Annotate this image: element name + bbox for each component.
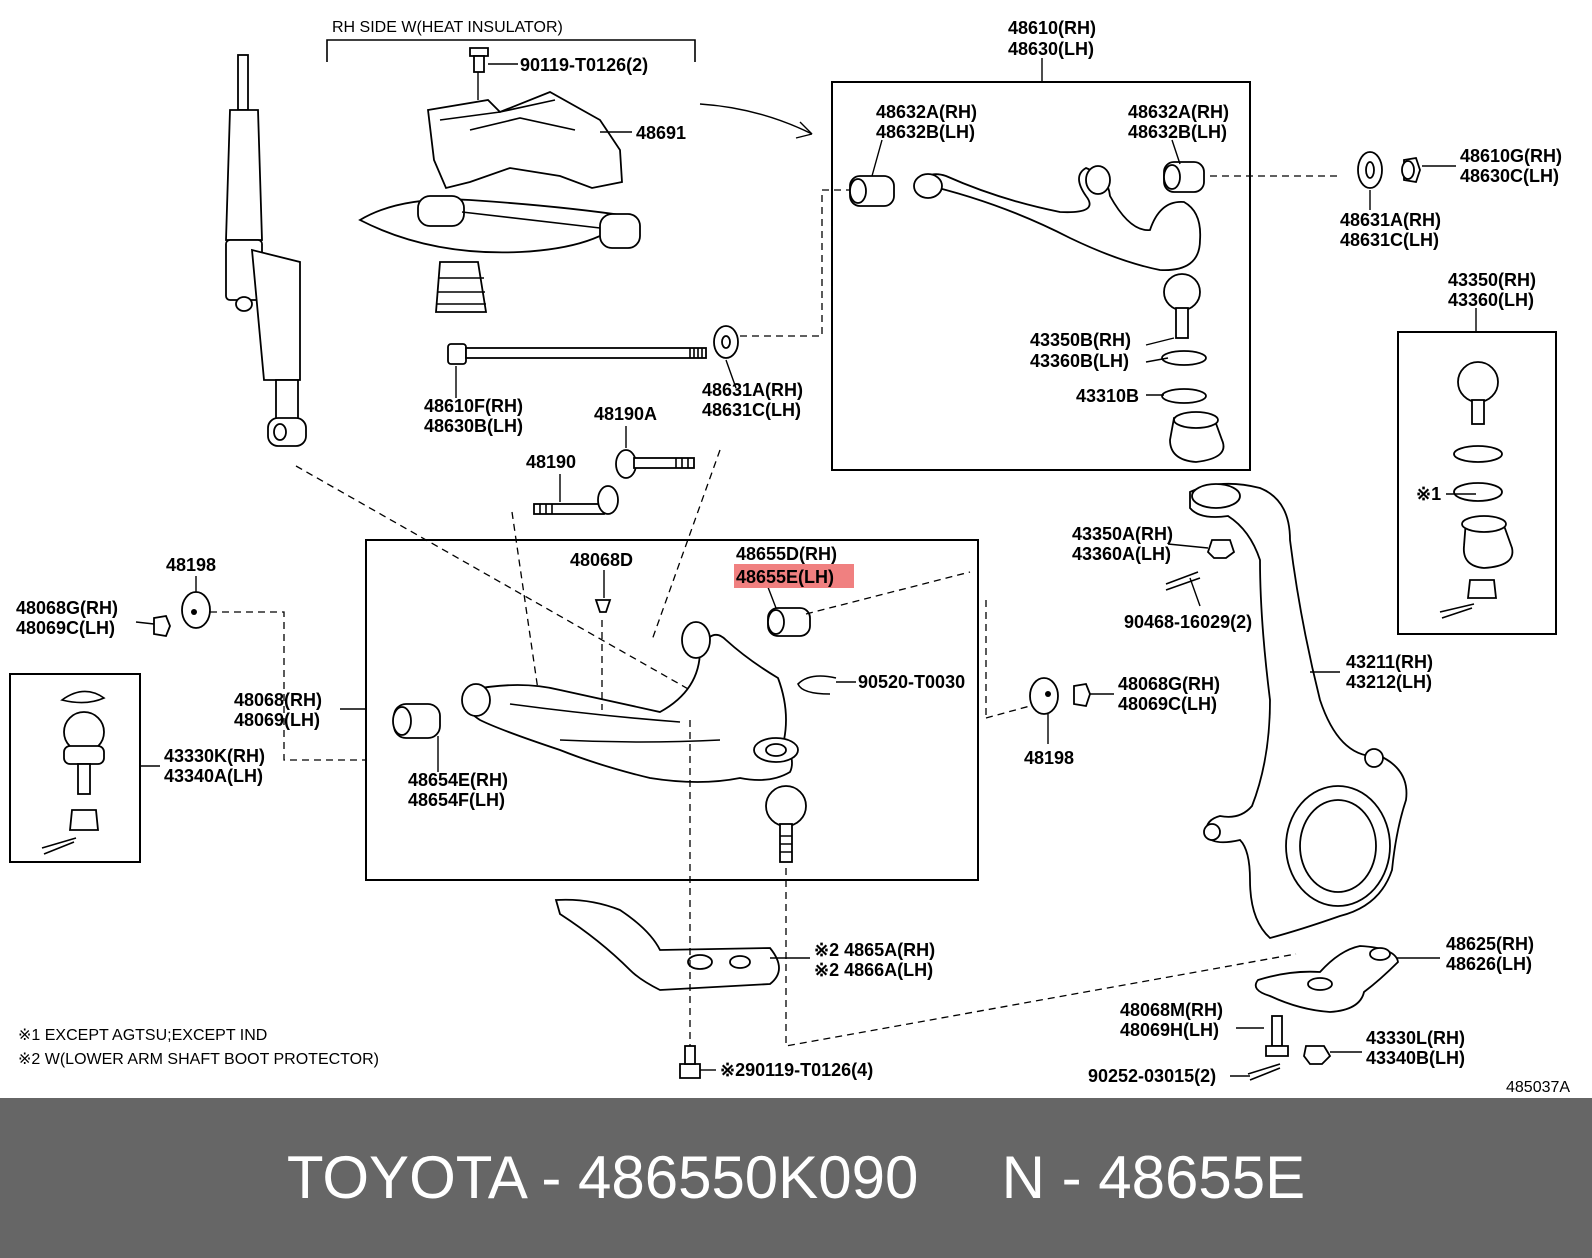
- lower-arm-right-cam: [1029, 677, 1091, 715]
- label-48691: 48691: [636, 123, 686, 143]
- label-48632a-rh-right: 48632A(RH): [1128, 102, 1229, 122]
- label-48630b-lh: 48630B(LH): [424, 416, 523, 436]
- label-48069c-lh-right: 48069C(LH): [1118, 694, 1217, 714]
- label-43330l-rh: 43330L(RH): [1366, 1028, 1465, 1048]
- label-48631a-rh-top: 48631A(RH): [1340, 210, 1441, 230]
- label-48632b-lh-right: 48632B(LH): [1128, 122, 1227, 142]
- label-43360-lh: 43360(LH): [1448, 290, 1534, 310]
- label-4865a-rh: ※2 4865A(RH): [814, 940, 935, 960]
- label-43360a-lh: 43360A(LH): [1072, 544, 1171, 564]
- label-48610f-rh: 48610F(RH): [424, 396, 523, 416]
- part-number-footer: TOYOTA - 486550K090 N - 48655E: [0, 1098, 1592, 1258]
- label-48631c-lh-top: 48631C(LH): [1340, 230, 1439, 250]
- lower-arm-box: [365, 539, 979, 881]
- lower-arm-drawing: [392, 599, 837, 863]
- upper-arm-washer-nut: [1357, 151, 1421, 189]
- label-48069h-lh: 48069H(LH): [1120, 1020, 1219, 1040]
- leader-lines: [135, 58, 1477, 1077]
- knuckle-nut-and-pin: [1165, 539, 1236, 591]
- label-48068g-rh-right: 48068G(RH): [1118, 674, 1220, 694]
- label-48610-rh: 48610(RH): [1008, 18, 1096, 38]
- label-48610g-rh: 48610G(RH): [1460, 146, 1562, 166]
- shock-absorber-drawing: [225, 54, 307, 447]
- footnote-1: ※1 EXCEPT AGTSU;EXCEPT IND: [18, 1027, 267, 1044]
- label-90119-bottom: ※290119-T0126(4): [720, 1060, 873, 1080]
- label-43211-rh: 43211(RH): [1346, 652, 1433, 672]
- diagram-code: 485037A: [1506, 1079, 1570, 1096]
- part-number-text: TOYOTA - 486550K090 N - 48655E: [286, 1144, 1306, 1211]
- label-4866a-lh: ※2 4866A(LH): [814, 960, 933, 980]
- camber-bolts: [533, 449, 695, 515]
- label-43212-lh: 43212(LH): [1346, 672, 1432, 692]
- steering-knuckle-drawing: [1189, 482, 1408, 939]
- lower-arm-left-cam: [153, 591, 211, 638]
- label-43360b-lh: 43360B(LH): [1030, 351, 1129, 371]
- shaft-boot-protector-drawing: [554, 898, 780, 991]
- heat-insulator-bracket: [326, 39, 696, 62]
- label-48069c-lh-left: 48069C(LH): [16, 618, 115, 638]
- label-90468: 90468-16029(2): [1124, 612, 1252, 632]
- label-48655d-rh: 48655D(RH): [736, 544, 837, 564]
- label-48190: 48190: [526, 452, 576, 472]
- heat-insulator-drawing: [358, 47, 641, 313]
- label-48632a-rh-left: 48632A(RH): [876, 102, 977, 122]
- highlight-box: [734, 564, 854, 588]
- label-48198-left: 48198: [166, 555, 216, 575]
- stabilizer-bracket-drawing: [1247, 945, 1399, 1081]
- label-48625-rh: 48625(RH): [1446, 934, 1534, 954]
- label-48068d: 48068D: [570, 550, 633, 570]
- label-43330k-rh: 43330K(RH): [164, 746, 265, 766]
- label-mark-1: ※1: [1416, 484, 1441, 504]
- protector-bolt: [679, 1045, 701, 1079]
- label-48190a: 48190A: [594, 404, 657, 424]
- label-43340b-lh: 43340B(LH): [1366, 1048, 1465, 1068]
- upper-arm-box: [831, 81, 1251, 471]
- part-labels: 90119-T0126(2) 48691 48610(RH) 48630(LH)…: [16, 18, 1562, 1086]
- label-48068g-rh-left: 48068G(RH): [16, 598, 118, 618]
- label-48654e-rh: 48654E(RH): [408, 770, 508, 790]
- label-48632b-lh-left: 48632B(LH): [876, 122, 975, 142]
- lower-ball-joint-drawing: [41, 690, 106, 855]
- label-48626-lh: 48626(LH): [1446, 954, 1532, 974]
- label-48631a-rh: 48631A(RH): [702, 380, 803, 400]
- lower-ball-joint-box: [9, 673, 141, 863]
- exploded-suspension-diagram: RH SIDE W(HEAT INSULATOR): [9, 18, 1570, 1096]
- label-43350-rh: 43350(RH): [1448, 270, 1536, 290]
- label-43350b-rh: 43350B(RH): [1030, 330, 1131, 350]
- label-48068-rh: 48068(RH): [234, 690, 322, 710]
- upper-arm-drawing: [849, 161, 1225, 463]
- label-43340a-lh: 43340A(LH): [164, 766, 263, 786]
- upper-ball-joint-drawing: [1439, 361, 1514, 619]
- label-43310b: 43310B: [1076, 386, 1139, 406]
- label-90252: 90252-03015(2): [1088, 1066, 1216, 1086]
- label-48630c-lh: 48630C(LH): [1460, 166, 1559, 186]
- label-90520: 90520-T0030: [858, 672, 965, 692]
- label-48631c-lh: 48631C(LH): [702, 400, 801, 420]
- alignment-lines: [210, 175, 1340, 1047]
- label-48069-lh: 48069(LH): [234, 710, 320, 730]
- label-48198-right: 48198: [1024, 748, 1074, 768]
- header-note: RH SIDE W(HEAT INSULATOR): [332, 19, 563, 36]
- label-48068m-rh: 48068M(RH): [1120, 1000, 1223, 1020]
- label-48654f-lh: 48654F(LH): [408, 790, 505, 810]
- label-43350a-rh: 43350A(RH): [1072, 524, 1173, 544]
- label-48630-lh: 48630(LH): [1008, 39, 1094, 59]
- label-90119-top: 90119-T0126(2): [520, 55, 648, 75]
- upper-arm-shaft-bolt: [447, 325, 739, 365]
- upper-ball-joint-box: [1397, 331, 1557, 635]
- footnote-2: ※2 W(LOWER ARM SHAFT BOOT PROTECTOR): [18, 1051, 379, 1068]
- label-48655e-lh: 48655E(LH): [736, 567, 834, 587]
